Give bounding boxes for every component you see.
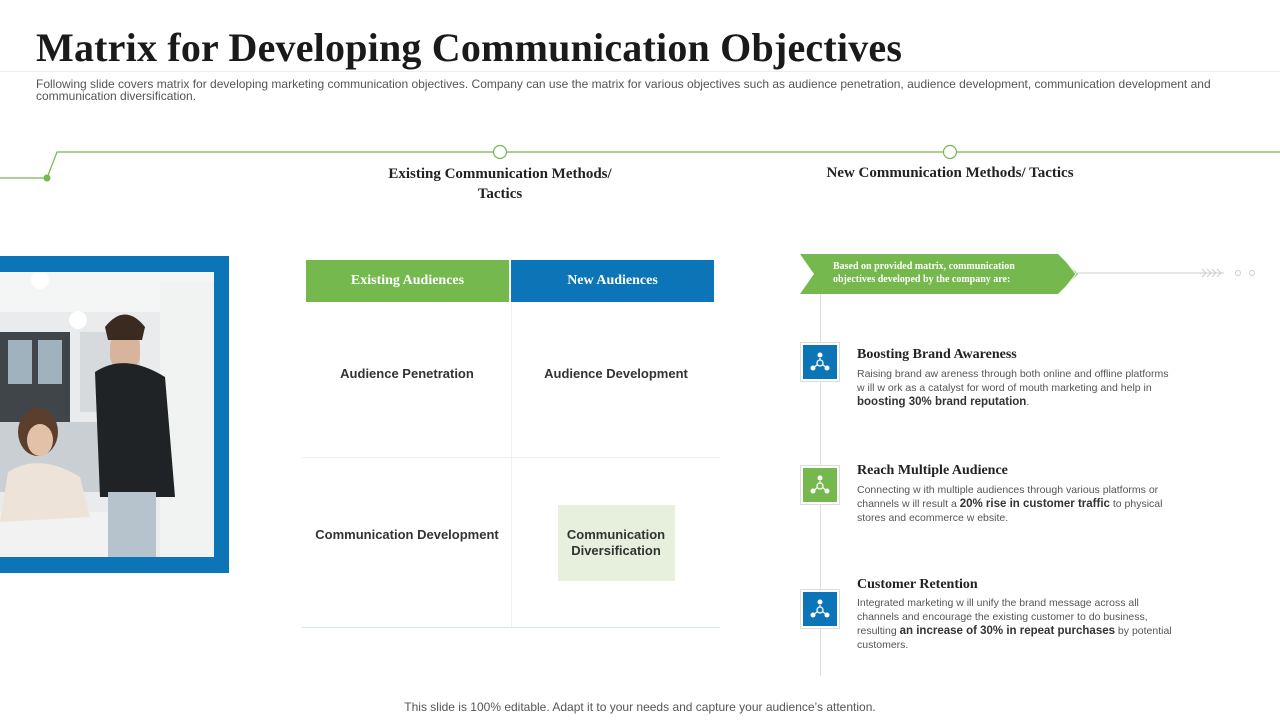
matrix-header-new-audiences: New Audiences [511, 260, 714, 302]
column-heading-new-methods: New Communication Methods/ Tactics [826, 165, 1074, 181]
page-title: Matrix for Developing Communication Obje… [36, 25, 903, 70]
objective-description: Connecting w ith multiple audiences thro… [857, 484, 1163, 524]
matrix-bottom-border [302, 627, 720, 628]
objective-title: Boosting Brand Awareness [857, 347, 1017, 362]
objective-title: Reach Multiple Audience [857, 463, 1008, 478]
people-network-icon [810, 599, 830, 618]
matrix-highlight-cell [558, 505, 675, 581]
objective-icon-box [800, 465, 840, 505]
objective-description: Integrated marketing w ill unify the bra… [857, 597, 1172, 651]
matrix-cell-audience-penetration: Audience Penetration [340, 366, 474, 381]
people-network-icon [810, 352, 830, 371]
chevron-trail-icon [1076, 268, 1255, 278]
objective-description: Raising brand aw areness through both on… [857, 368, 1169, 408]
matrix-cell-communication-development: Communication Development [315, 527, 499, 542]
footer-note: This slide is 100% editable. Adapt it to… [404, 700, 876, 714]
people-network-icon [810, 475, 830, 494]
matrix-cell-audience-development: Audience Development [544, 366, 688, 381]
title-divider [0, 71, 1280, 72]
matrix-header-existing-audiences: Existing Audiences [306, 260, 509, 302]
objective-icon-box [800, 342, 840, 382]
matrix-horizontal-divider [302, 457, 720, 458]
banner-text: Based on provided matrix, communication … [833, 261, 1015, 285]
objective-icon-box [800, 589, 840, 629]
arrow-banner [800, 254, 1078, 294]
office-photo [0, 272, 214, 557]
objective-title: Customer Retention [857, 577, 978, 592]
matrix-vertical-divider [511, 302, 512, 628]
page-subtitle: Following slide covers matrix for develo… [36, 77, 1211, 103]
column-heading-existing-methods: Existing Communication Methods/ Tactics [388, 166, 612, 202]
matrix-cell-communication-diversification: Communication Diversification [566, 527, 666, 558]
timeline-connector [0, 144, 1280, 182]
